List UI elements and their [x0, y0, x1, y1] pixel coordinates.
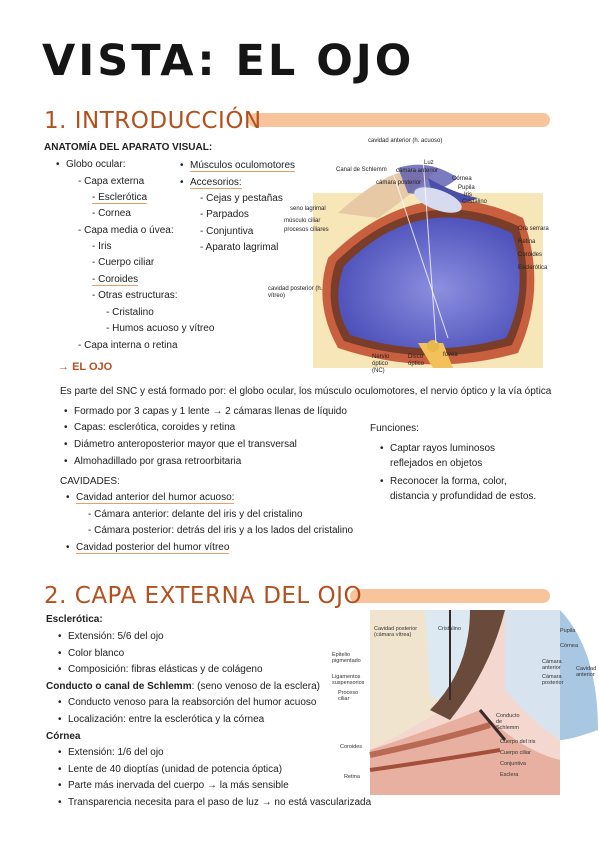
figure-label: cámara anterior [396, 168, 439, 174]
figure-label: cavidad anterior (h. acuoso) [368, 138, 443, 144]
figure-label: Cuerpo ciliar [500, 750, 531, 756]
list-item: Músculos oculomotores [180, 160, 296, 172]
list-item: Transparencia necesita para el paso de l… [58, 797, 371, 809]
figure-label: Cavidad anterior [576, 666, 597, 678]
subsection-heading-ojo: → EL OJO [58, 361, 113, 373]
list-item: - Aparato lagrimal [200, 242, 279, 253]
list-item: Accesorios: [180, 177, 242, 189]
list-item: Composición: fibras elásticas y de colág… [58, 664, 263, 676]
figure-label: Conducto de Schlemm [496, 713, 520, 731]
figure-label: Pupila [458, 185, 475, 191]
figure-label: fóvea [443, 352, 458, 358]
schlemm-heading: Conducto o canal de Schlemm: (seno venos… [46, 681, 320, 692]
list-item: Reconocer la forma, color, distancia y p… [380, 474, 540, 504]
figure-label: Conjuntiva [500, 761, 526, 767]
esclerotica-heading: Esclerótica: [46, 614, 103, 625]
figure-label: Córnea [560, 643, 579, 649]
figure-label: Esclerótica [518, 265, 548, 271]
eye-section-figure: Cavidad posterior (cámara vítrea) Crista… [330, 610, 598, 795]
eye-anatomy-figure: cavidad anterior (h. acuoso) Canal de Sc… [268, 138, 568, 374]
figure-label: Iris [464, 192, 472, 198]
list-item: - Humos acuoso y vítreo [106, 323, 215, 334]
figure-label: Canal de Schlemm [336, 167, 387, 173]
ojo-intro: Es parte del SNC y está formado por: el … [60, 386, 552, 397]
figure-label: cámara posterior [376, 180, 422, 186]
list-item: Cavidad anterior del humor acuoso: [66, 492, 235, 504]
list-item: Extensión: 1/6 del ojo [58, 747, 164, 759]
list-item: Lente de 40 dioptías (unidad de potencia… [58, 764, 282, 776]
list-item: Localización: entre la esclerótica y la … [58, 714, 264, 726]
figure-label: Esclera [500, 772, 519, 778]
list-item: - Conjuntiva [200, 226, 254, 237]
figure-label: Proceso ciliar [338, 690, 359, 702]
heading-highlight [248, 113, 550, 127]
arrow-right-icon: → [58, 361, 73, 373]
figure-label: Nervio óptico (NC) [372, 354, 390, 374]
figure-label: músculo ciliar [284, 218, 321, 224]
list-item: - Cuerpo ciliar [92, 257, 155, 268]
figure-label: Ligamentos suspensorios [332, 674, 365, 686]
figure-label: Cavidad posterior (cámara vítrea) [374, 626, 418, 638]
figure-label: Retina [344, 774, 360, 780]
list-item: - Cristalino [106, 307, 154, 318]
list-item: Cavidad posterior del humor vítreo [66, 542, 230, 554]
list-item: - Capa externa [78, 176, 145, 187]
figure-label: Cristalino [462, 199, 488, 205]
figure-label: Retina [518, 239, 536, 245]
eye-section-diagram [369, 610, 598, 795]
heading-highlight [350, 589, 550, 603]
figure-label: Luz [424, 160, 434, 166]
list-item: - Cámara anterior: delante del iris y de… [88, 509, 303, 520]
list-item: - Coroides [92, 274, 139, 286]
list-item: - Capa interna o retina [78, 340, 178, 351]
list-item: Globo ocular: [56, 159, 126, 171]
figure-label: Pupila [560, 628, 576, 634]
section-heading-capa-externa: 2. CAPA EXTERNA DEL OJO [44, 583, 363, 609]
list-item: - Esclerótica [92, 192, 148, 204]
eye-diagram [313, 157, 543, 368]
figure-label: Disco óptico [408, 354, 425, 367]
figure-label: Coroides [518, 252, 543, 258]
list-item: - Cejas y pestañas [200, 193, 283, 204]
list-item: - Cámara posterior: detrás del iris y a … [88, 525, 354, 536]
figure-label: seno lagrimal [290, 206, 326, 212]
figure-label: cavidad posterior (h. vítreo) [268, 286, 323, 299]
figure-label: Epitelio pigmentado [332, 652, 361, 664]
list-item: Color blanco [58, 648, 124, 660]
figure-label: procesos ciliares [284, 227, 329, 233]
cornea-heading: Córnea [46, 731, 81, 742]
funciones-heading: Funciones: [370, 423, 419, 434]
list-item: Conducto venoso para la reabsorción del … [58, 697, 316, 709]
figure-label: Cámara anterior [542, 659, 562, 671]
figure-label: Coroides [340, 744, 363, 750]
list-item: Capas: esclerótica, coroides y retina [64, 422, 235, 434]
list-item: Captar rayos luminosos reflejados en obj… [380, 441, 540, 471]
figure-label: Ora serrara [518, 226, 549, 232]
anatomy-heading: ANATOMÍA DEL APARATO VISUAL: [44, 142, 213, 153]
list-item: - Parpados [200, 209, 249, 220]
list-item: Parte más inervada del cuerpo → la más s… [58, 780, 289, 792]
figure-label: Cuerpo del iris [500, 739, 536, 745]
list-item: Almohadillado por grasa retroorbitaria [64, 456, 241, 468]
list-item: - Otras estructuras: [92, 290, 178, 301]
list-item: Formado por 3 capas y 1 lente → 2 cámara… [64, 406, 347, 418]
list-item: - Iris [92, 241, 112, 252]
list-item: - Capa media o úvea: [78, 225, 174, 236]
figure-label: Córnea [452, 176, 472, 182]
figure-label: Cámara posterior [542, 674, 564, 686]
list-item: - Cornea [92, 208, 131, 219]
list-item: Extensión: 5/6 del ojo [58, 631, 164, 643]
section-heading-intro: 1. INTRODUCCIÓN [44, 108, 262, 134]
list-item: Diámetro anteroposterior mayor que el tr… [64, 439, 297, 451]
page-title: VISTA: EL OJO [42, 36, 415, 86]
cavidades-heading: CAVIDADES: [60, 476, 120, 487]
figure-label: Cristalino [438, 626, 461, 632]
